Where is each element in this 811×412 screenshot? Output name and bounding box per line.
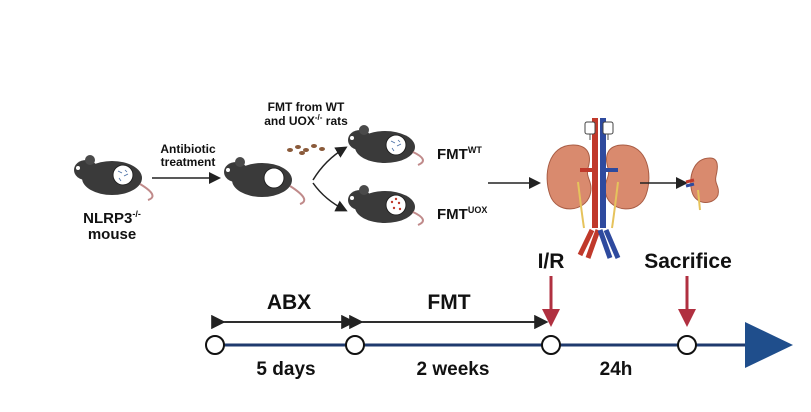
- kidney-pair-icon: [546, 118, 650, 259]
- duration-label-2weeks: 2 weeks: [416, 359, 490, 380]
- timeline-node-start: [205, 335, 225, 355]
- arrow-branch-down: [312, 182, 348, 212]
- phase-label-fmt: FMT: [427, 291, 471, 314]
- phase-label-abx: ABX: [266, 291, 312, 314]
- fecal-pellets-icon: [287, 144, 325, 155]
- duration-label-5days: 5 days: [256, 359, 316, 380]
- fmt-source-label: FMT from WT and UOX-/- rats: [264, 100, 348, 128]
- mouse-icon-nlrp3: [74, 155, 154, 201]
- duration-label-24h: 24h: [599, 359, 633, 380]
- kidney-icon: [685, 157, 719, 211]
- event-label-ir: I/R: [537, 250, 565, 273]
- timeline-arrowhead: [745, 322, 793, 368]
- mouse-label: NLRP3-/- mouse: [83, 209, 141, 243]
- mouse-icon-fmt-uox: [348, 185, 424, 226]
- timeline-node-5days: [345, 335, 365, 355]
- group-label-fmt-uox: FMTUOX: [437, 205, 488, 223]
- arrow-branch-up: [312, 146, 348, 181]
- timeline-node-ir: [541, 335, 561, 355]
- mouse-icon-treated: [224, 157, 306, 205]
- event-label-sacrifice: Sacrifice: [644, 250, 732, 273]
- timeline-node-sacrifice: [677, 335, 697, 355]
- mouse-icon-fmt-wt: [348, 125, 424, 166]
- group-label-fmt-wt: FMTWT: [437, 145, 482, 163]
